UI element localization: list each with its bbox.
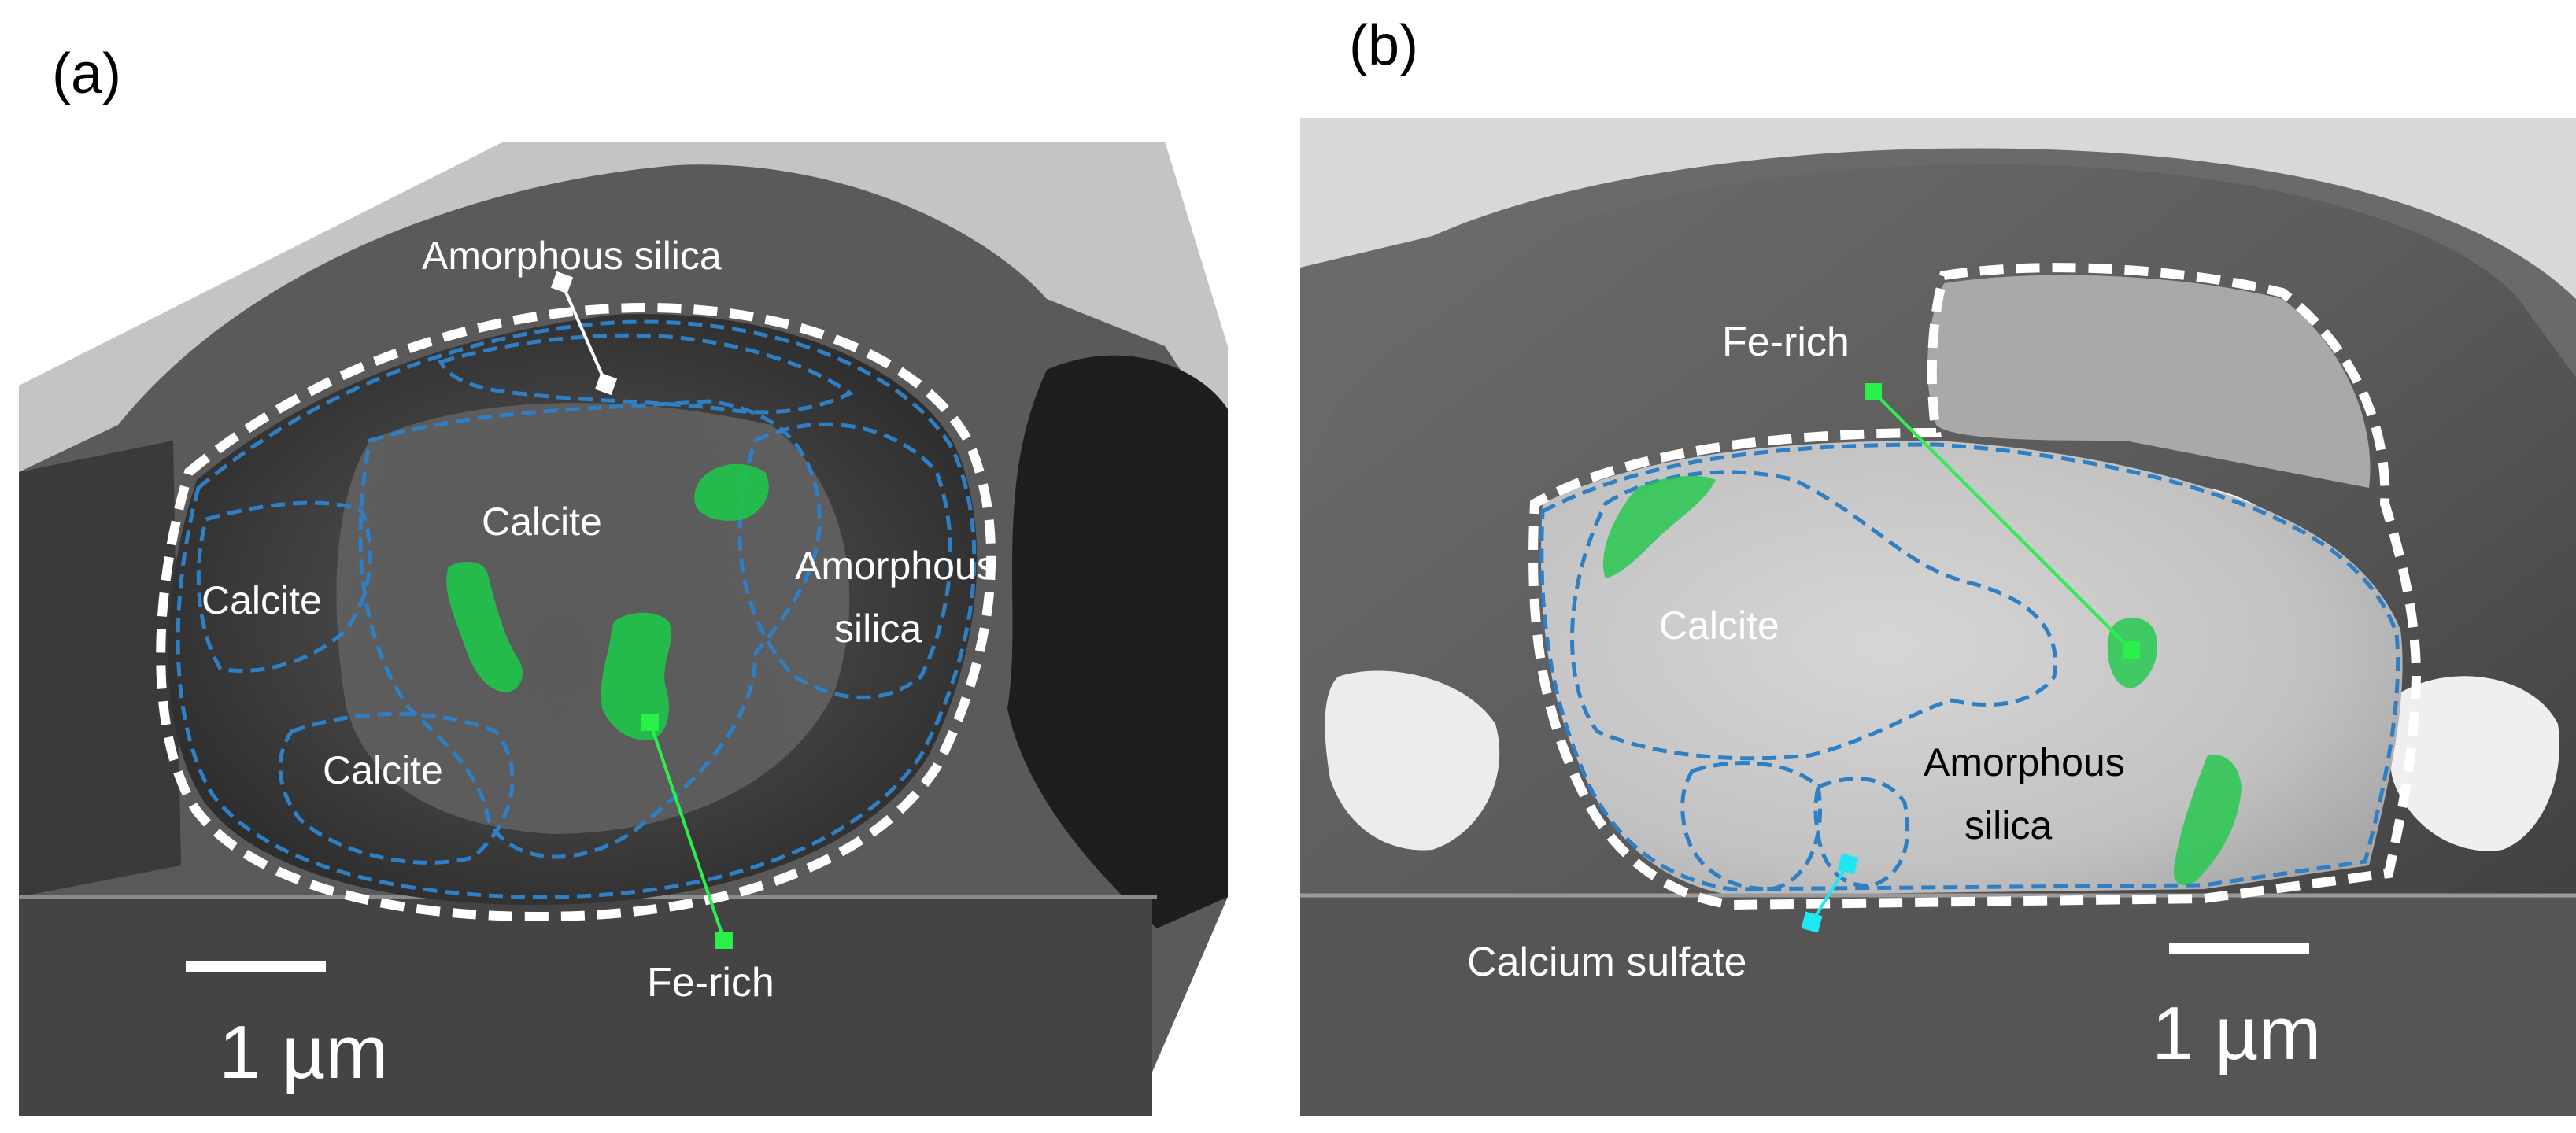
- label-amorphous-right-line2: silica: [834, 607, 922, 651]
- marker-amorphous-top-start: [550, 271, 574, 294]
- label-amorphous-b-line1: Amorphous: [1924, 740, 2125, 784]
- panel-b-upper-grain: [1927, 275, 2371, 488]
- panel-b-boundary-lower-middle: [1813, 777, 1910, 888]
- label-amorphous-silica-top: Amorphous silica: [422, 234, 722, 278]
- panel-a-fe-rich-regions: [446, 463, 769, 740]
- panel-b-left-void: [1325, 670, 1500, 851]
- fe-rich-blob-a2: [446, 562, 523, 692]
- panel-b-top-band: [1300, 118, 2576, 299]
- panel-a-image: [19, 142, 1228, 1116]
- marker-fe-rich-a-start: [641, 714, 659, 731]
- label-fe-rich-b: Fe-rich: [1722, 319, 1850, 365]
- panel-b-boundary-outer: [1539, 442, 2400, 891]
- label-calcite-left: Calcite: [201, 578, 322, 622]
- marker-calcium-sulfate-end: [1801, 911, 1823, 933]
- panel-a-scale-bar: [186, 961, 326, 972]
- panel-b-substrate: [1300, 895, 2576, 1116]
- panel-b-boundary-calcite: [1570, 470, 2057, 761]
- panel-b-scale-label: 1 µm: [2152, 991, 2321, 1076]
- fe-rich-blob-a3: [601, 612, 671, 740]
- panel-b-leaders: [1801, 383, 2140, 933]
- marker-fe-rich-b-end: [2123, 641, 2140, 659]
- panel-b-label: (b): [1349, 14, 1418, 77]
- panel-a-annotations: Amorphous silica Calcite Calcite Calcite…: [201, 234, 996, 1094]
- panel-a-boundary-calcite-bottom: [278, 712, 515, 865]
- panel-a-right-shadow: [1007, 355, 1228, 928]
- panel-b-annotations: Fe-rich Calcite Amorphous silica Calcium…: [1467, 319, 2321, 1076]
- fe-rich-blob-b1: [1602, 475, 1716, 578]
- panel-a-boundary-amorphous-right: [737, 422, 952, 699]
- leader-fe-rich-a: [649, 722, 726, 941]
- label-amorphous-right-line1: Amorphous: [795, 544, 996, 588]
- panel-b-phase-boundaries: [1539, 442, 2400, 891]
- panel-a-boundary-top: [438, 333, 854, 415]
- panel-a-boundary-calcite-left: [196, 500, 372, 673]
- label-fe-rich-a: Fe-rich: [647, 960, 774, 1006]
- panel-b-particle-outline: [1528, 263, 2422, 910]
- panel-a-leaders: [550, 271, 733, 949]
- leader-fe-rich-b: [1872, 390, 2133, 651]
- panel-b-scale-bar: [2169, 943, 2309, 954]
- panel-a-boundary-outer: [176, 319, 977, 899]
- panel-a-left-shadow: [19, 441, 181, 897]
- panel-b-particle: [1541, 441, 2403, 895]
- label-calcite-b: Calcite: [1659, 603, 1780, 648]
- marker-calcium-sulfate-start: [1837, 853, 1859, 875]
- leader-calcium-sulfate: [1810, 862, 1850, 924]
- panel-a-particle-outline: [156, 303, 996, 922]
- leader-amorphous-top: [560, 282, 608, 385]
- panel-a: (a): [19, 42, 1228, 1116]
- fe-rich-blob-b3: [2173, 755, 2242, 885]
- panel-b-boundary-lower-left: [1680, 761, 1822, 891]
- panel-b-right-void: [2387, 676, 2559, 851]
- marker-fe-rich-b-start: [1865, 383, 1882, 400]
- label-calcite-bottom: Calcite: [323, 748, 443, 792]
- label-calcite-center: Calcite: [482, 500, 602, 544]
- fe-rich-blob-a1: [694, 463, 769, 521]
- label-amorphous-b-line2: silica: [1964, 803, 2052, 847]
- panel-a-label: (a): [52, 42, 121, 105]
- marker-fe-rich-a-end: [715, 932, 733, 949]
- panel-a-boundary-calcite-center: [358, 399, 822, 859]
- panel-a-phase-boundaries: [176, 319, 977, 899]
- marker-amorphous-top-end: [594, 372, 618, 396]
- panel-b-image: [1300, 118, 2576, 1116]
- panel-a-scale-label: 1 µm: [219, 1010, 388, 1094]
- panel-a-substrate: [19, 897, 1152, 1116]
- label-calcium-sulfate: Calcium sulfate: [1467, 939, 1746, 985]
- panel-b: (b): [1300, 14, 2576, 1116]
